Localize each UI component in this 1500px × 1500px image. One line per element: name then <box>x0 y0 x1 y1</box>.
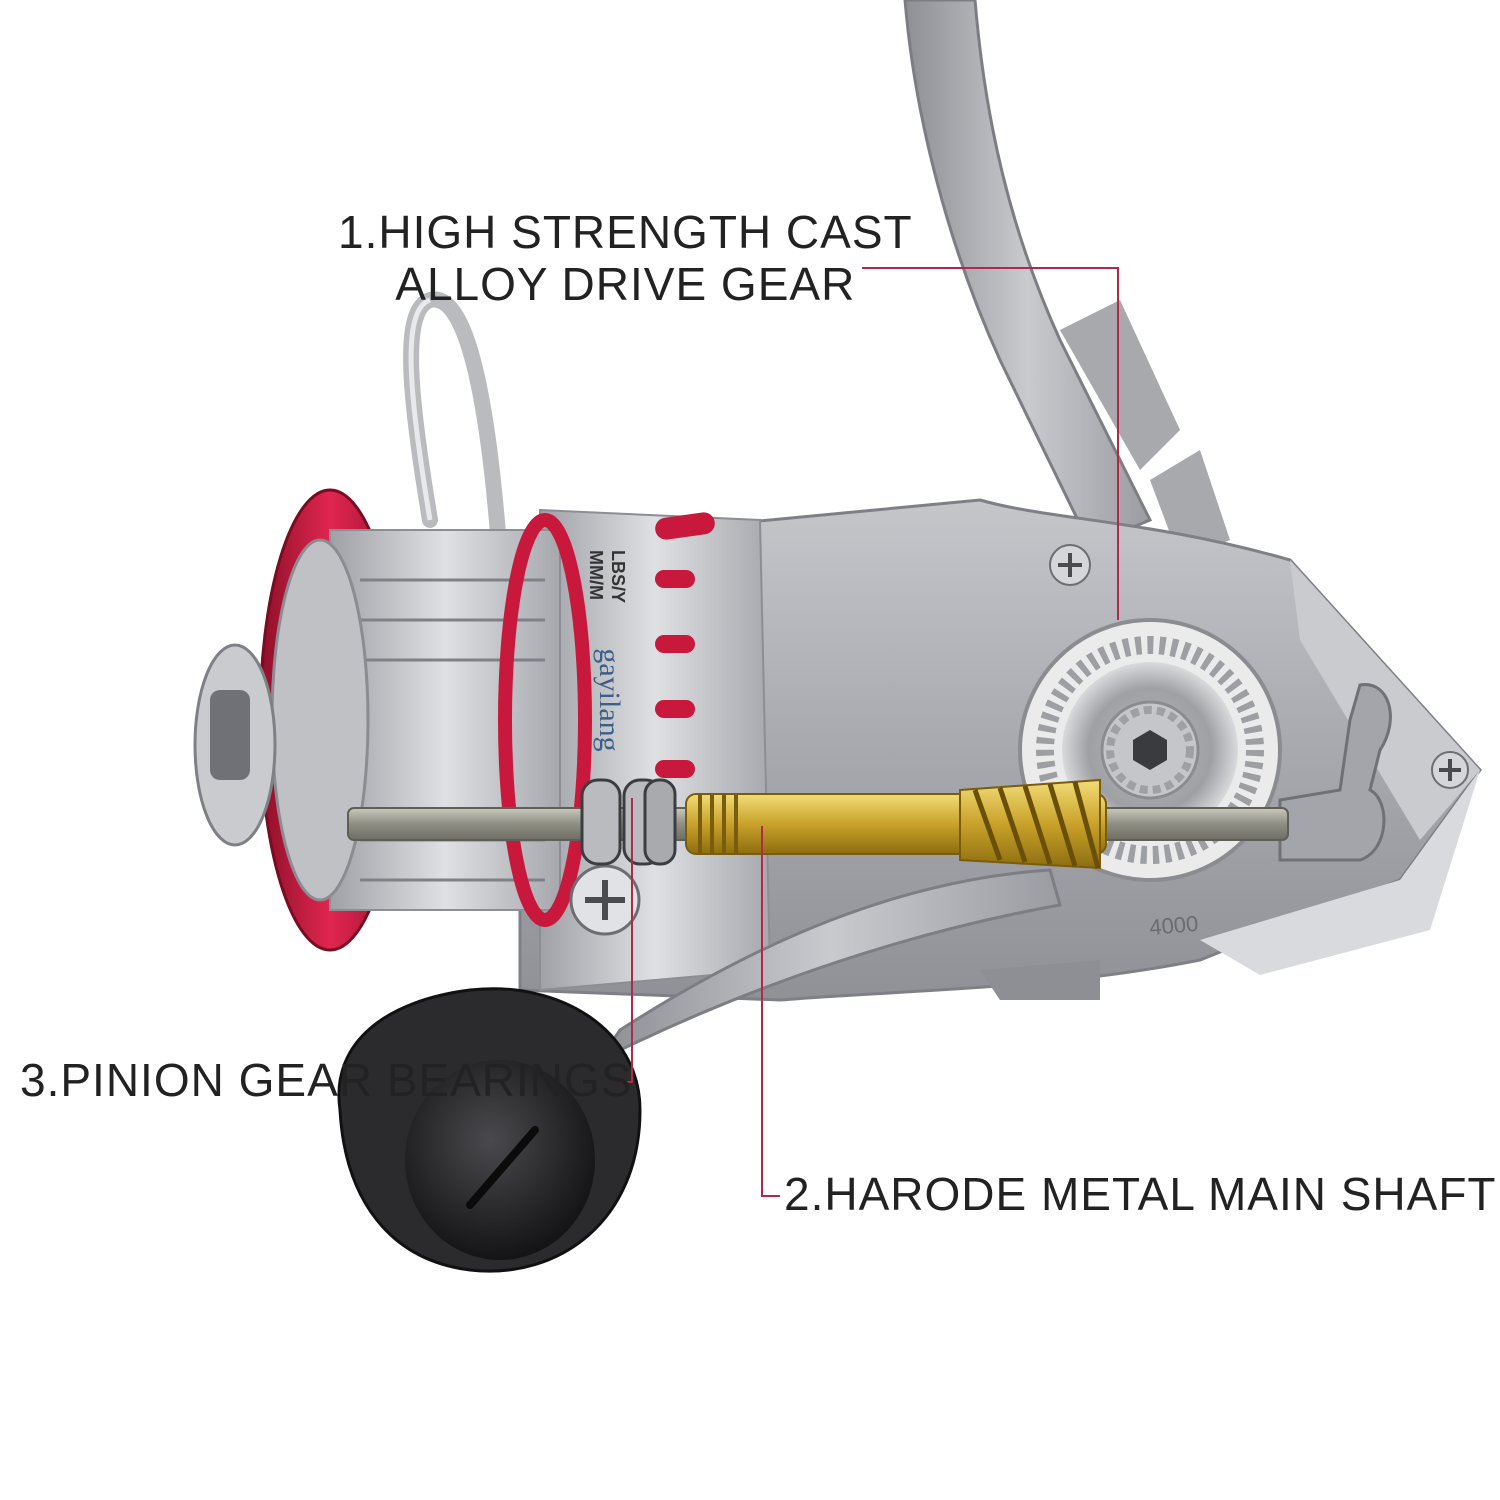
bail-wire <box>403 291 508 568</box>
screw-2 <box>1431 751 1469 789</box>
screw-1 <box>1049 544 1091 586</box>
pinion-gear-shaft <box>685 778 1107 870</box>
size-label: 4000 <box>1148 911 1199 940</box>
handle-knob <box>337 987 642 1273</box>
handle-arm <box>903 0 1153 547</box>
leader-line-3 <box>620 798 633 1083</box>
spool-print-1: MM/M <box>586 550 606 600</box>
callout-main-shaft: 2.HARODE METAL MAIN SHAFT <box>784 1168 1497 1220</box>
leader-line-2 <box>761 826 780 1197</box>
callout-pinion-bearings: 3.PINION GEAR BEARINGS <box>20 1054 633 1106</box>
screw-3 <box>569 864 641 936</box>
callout-drive-gear-line1: 1.HIGH STRENGTH CAST <box>338 206 913 258</box>
spool-print-2: LBS/Y <box>608 550 628 603</box>
brand-mark: gayilang <box>593 648 626 751</box>
leader-lines <box>620 267 1119 1197</box>
callout-drive-gear: 1.HIGH STRENGTH CAST ALLOY DRIVE GEAR <box>338 206 913 310</box>
callout-drive-gear-line2: ALLOY DRIVE GEAR <box>395 258 856 310</box>
leader-line-1 <box>862 267 1119 620</box>
pinion-bearings <box>580 778 677 866</box>
oscillation-lever <box>1278 683 1392 862</box>
